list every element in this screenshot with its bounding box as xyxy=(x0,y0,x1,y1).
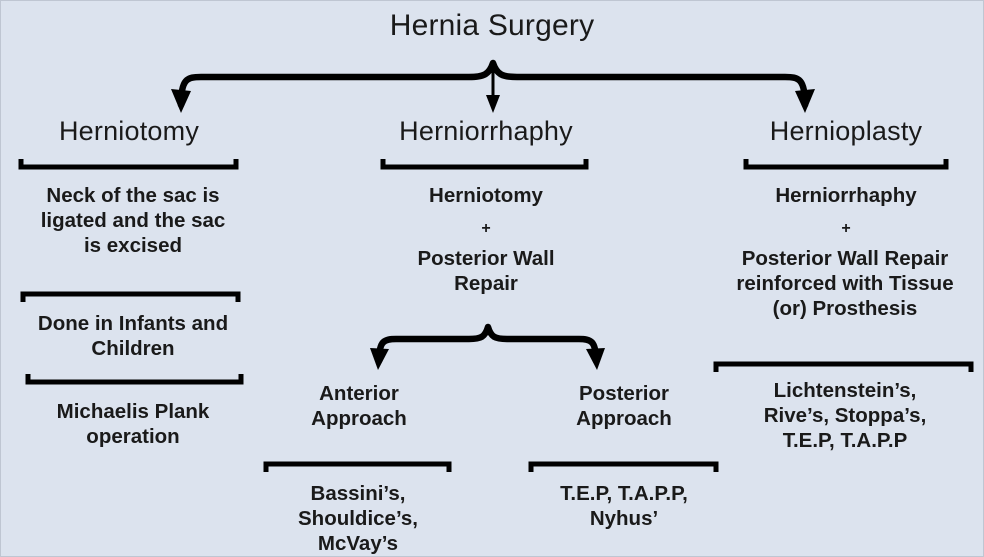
bracket-posterior-approach xyxy=(528,461,719,472)
bracket-herniotomy-title xyxy=(18,159,239,170)
branch-title-herniorrhaphy: Herniorrhaphy xyxy=(399,116,573,146)
herniotomy-indication: Done in Infants and Children xyxy=(37,312,229,360)
posterior-approach-examples: T.E.P, T.A.P.P, Nyhus’ xyxy=(560,482,688,530)
hernioplasty-examples: Lichtenstein’s, Rive’s, Stoppa’s, T.E.P,… xyxy=(763,379,927,452)
hernioplasty-component-2: Posterior Wall Repair reinforced with Ti… xyxy=(736,247,954,320)
branch-title-hernioplasty: Hernioplasty xyxy=(769,116,923,146)
bracket-hernioplasty-title xyxy=(743,159,949,170)
diagram-root-title: Hernia Surgery xyxy=(389,9,595,42)
herniotomy-description: Neck of the sac is ligated and the sac i… xyxy=(40,184,226,257)
herniorrhaphy-plus-sign: + xyxy=(481,220,491,237)
sub-branch-title-anterior-approach: Anterior Approach xyxy=(311,382,407,430)
bracket-anterior-approach xyxy=(263,461,452,472)
bracket-herniotomy-block2 xyxy=(25,374,244,385)
herniotomy-operation: Michaelis Plank operation xyxy=(56,400,210,448)
herniorrhaphy-curly-brace-connector xyxy=(370,323,605,370)
herniorrhaphy-component-1: Herniotomy xyxy=(429,184,543,207)
root-curly-brace-connector xyxy=(171,59,815,113)
bracket-herniotomy-block1 xyxy=(20,291,241,302)
bracket-hernioplasty-block xyxy=(713,361,974,372)
hernioplasty-plus-sign: + xyxy=(841,220,851,237)
bracket-herniorrhaphy-title xyxy=(380,159,589,170)
anterior-approach-examples: Bassini’s, Shouldice’s, McVay’s xyxy=(298,482,418,555)
branch-title-herniotomy: Herniotomy xyxy=(58,116,200,146)
hernioplasty-component-1: Herniorrhaphy xyxy=(775,184,917,207)
sub-branch-title-posterior-approach: Posterior Approach xyxy=(576,382,672,430)
herniorrhaphy-component-2: Posterior Wall Repair xyxy=(417,247,555,295)
